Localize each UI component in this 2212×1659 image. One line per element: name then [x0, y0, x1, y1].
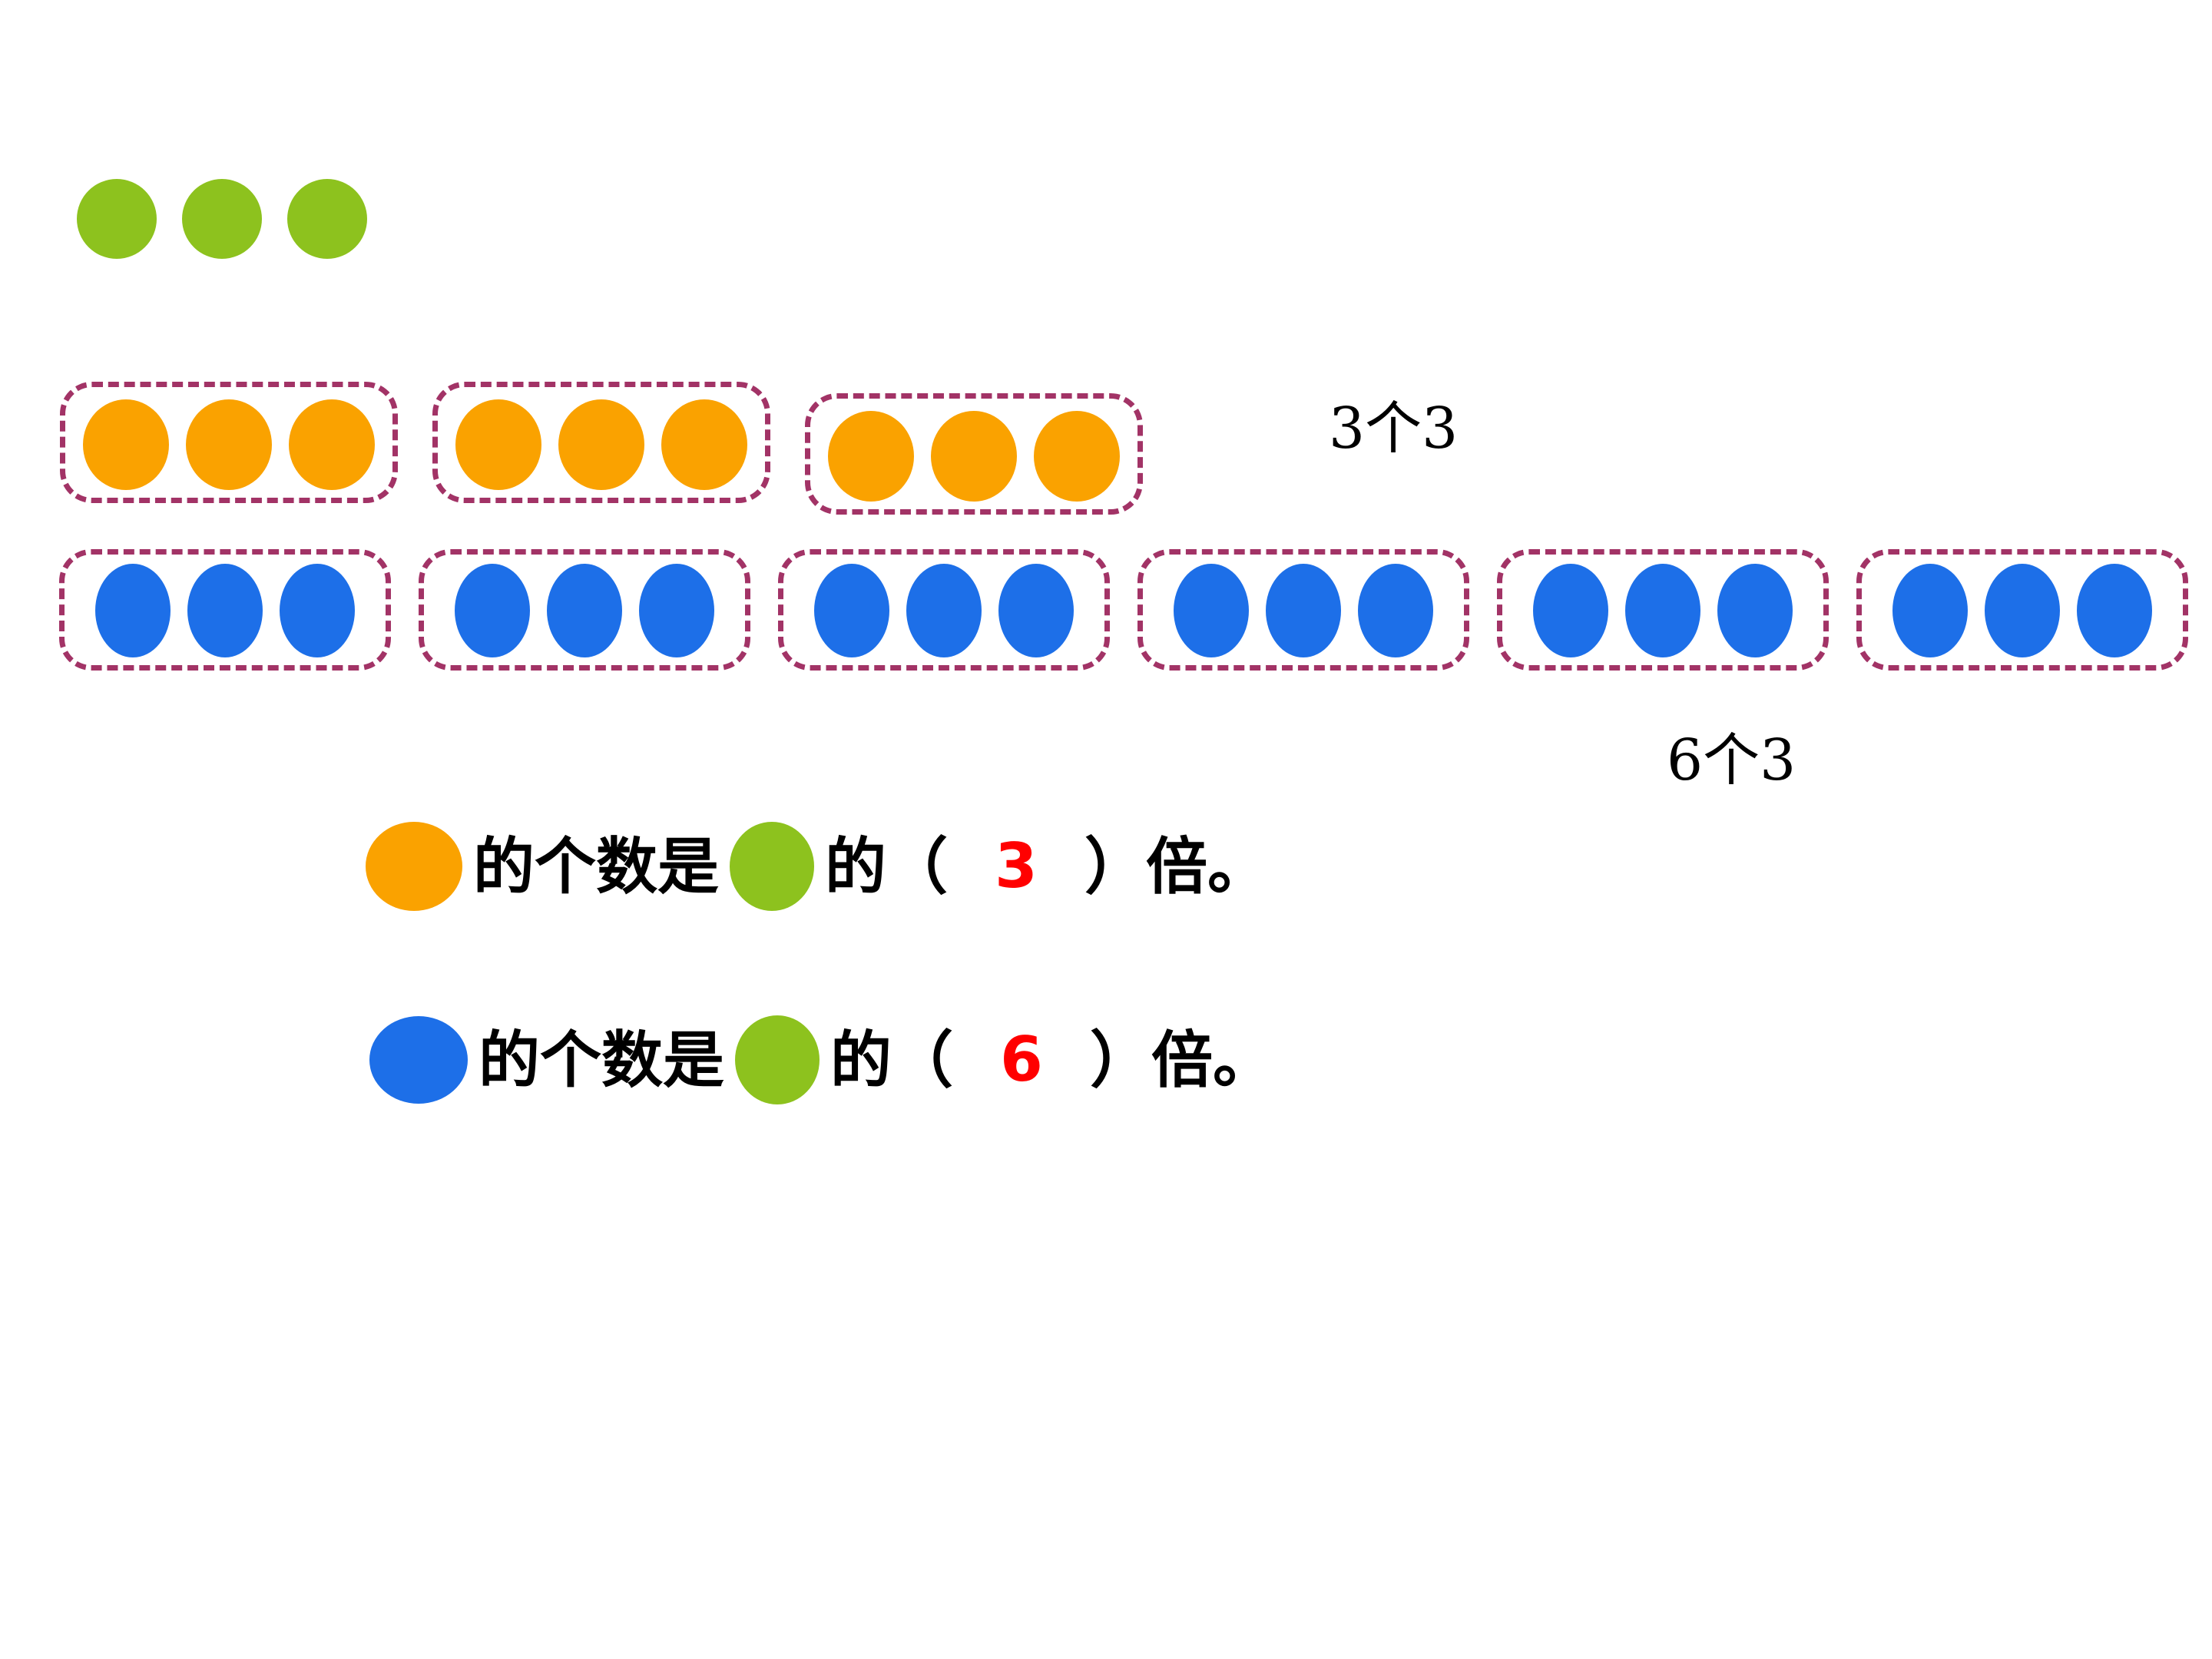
green-circle — [287, 179, 367, 259]
blue-row-label: 6个3 — [1667, 727, 1796, 793]
sentence-end: ）倍。 — [1084, 830, 1269, 902]
green-circle-icon — [730, 822, 814, 911]
green-circle — [77, 179, 157, 259]
sentence-prefix: 的个数是 — [473, 830, 719, 902]
orange-group-box — [805, 393, 1143, 515]
orange-circle — [186, 399, 272, 490]
orange-circle — [455, 399, 541, 490]
blue-circle-icon — [369, 1016, 468, 1104]
blue-circle — [1717, 564, 1793, 657]
orange-circle — [828, 411, 914, 502]
blue-circle — [95, 564, 171, 657]
answer-value: 3 — [995, 830, 1038, 902]
blue-circle — [906, 564, 982, 657]
blue-group-box — [1856, 549, 2188, 671]
blue-group-box — [59, 549, 391, 671]
orange-circle — [931, 411, 1017, 502]
blue-circle — [814, 564, 889, 657]
blue-circle — [547, 564, 622, 657]
blue-circle — [187, 564, 263, 657]
green-circle-row — [77, 179, 367, 259]
sentence-mid: 的（ — [830, 1024, 953, 1096]
sentence-prefix: 的个数是 — [478, 1024, 724, 1096]
blue-circle — [998, 564, 1074, 657]
orange-circle — [558, 399, 644, 490]
blue-circle — [455, 564, 530, 657]
blue-circle — [280, 564, 355, 657]
blue-circle — [1174, 564, 1249, 657]
blue-circle — [1358, 564, 1433, 657]
orange-circle — [289, 399, 375, 490]
orange-circle — [83, 399, 169, 490]
blue-group-box — [778, 549, 1110, 671]
blue-group-box — [1497, 549, 1829, 671]
blue-group-box — [419, 549, 750, 671]
blue-circle — [1985, 564, 2060, 657]
blue-group-box — [1137, 549, 1469, 671]
blue-circle — [1625, 564, 1700, 657]
blue-circle — [1892, 564, 1968, 657]
orange-group-box — [432, 382, 770, 503]
sentence-blue-multiple: 的个数是 的（ 6 ）倍。 — [369, 1009, 1274, 1111]
orange-circle — [1034, 411, 1120, 502]
orange-circle — [661, 399, 747, 490]
green-circle — [182, 179, 262, 259]
blue-circle — [1266, 564, 1341, 657]
orange-circle-icon — [366, 822, 462, 911]
sentence-end: ）倍。 — [1090, 1024, 1274, 1096]
green-circle-icon — [735, 1015, 820, 1104]
sentence-mid: 的（ — [825, 830, 948, 902]
blue-circle — [1533, 564, 1608, 657]
blue-circle — [639, 564, 714, 657]
orange-row-label: 3个3 — [1329, 396, 1459, 462]
orange-group-box — [60, 382, 398, 503]
answer-value: 6 — [1000, 1024, 1043, 1095]
orange-groups-row — [60, 382, 1143, 515]
blue-groups-row — [59, 549, 2188, 671]
sentence-orange-multiple: 的个数是 的（ 3 ）倍。 — [366, 816, 1269, 917]
blue-circle — [2077, 564, 2152, 657]
